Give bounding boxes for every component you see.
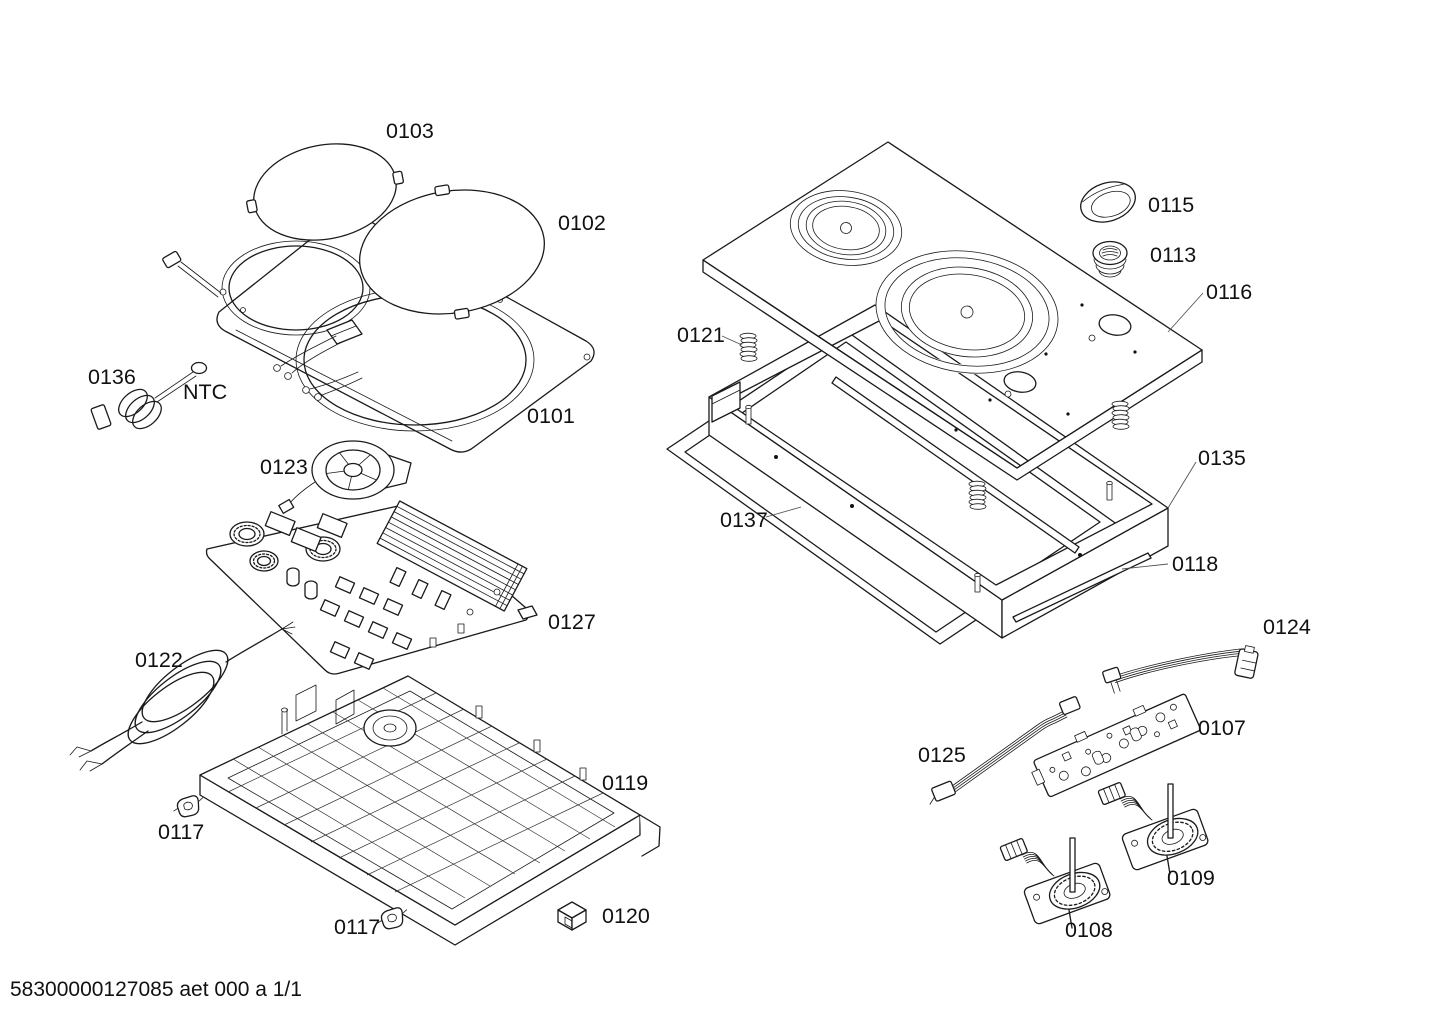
label-0119: 0119 <box>602 771 648 795</box>
tray-grid <box>227 687 616 899</box>
label-0120: 0120 <box>602 904 650 928</box>
label-0135: 0135 <box>1198 446 1246 470</box>
rotary-switch-0108 <box>999 837 1111 929</box>
label-0125: 0125 <box>918 743 966 767</box>
label-ntc: NTC <box>183 380 227 404</box>
trim-strip-0118 <box>1012 552 1152 623</box>
burner-zone-large <box>875 249 1059 375</box>
base-tray-0119 <box>199 675 661 946</box>
label-0102: 0102 <box>558 211 606 235</box>
label-0137: 0137 <box>720 508 768 532</box>
clip-0117-a <box>173 795 204 818</box>
label-0117-a: 0117 <box>158 820 204 844</box>
cable-0124 <box>1102 645 1259 694</box>
cable-0125 <box>929 696 1081 805</box>
rotary-switch-0109 <box>1097 782 1209 875</box>
cooling-fan-0123 <box>278 440 412 514</box>
cover-disc-0103 <box>246 143 404 241</box>
fan-blades <box>326 452 377 491</box>
label-0122: 0122 <box>135 648 183 672</box>
label-0124: 0124 <box>1263 615 1311 639</box>
heatsink <box>376 500 528 612</box>
knob-collar-0113 <box>1092 240 1128 278</box>
cover-disc-0102 <box>359 184 545 320</box>
spring-right <box>1111 400 1130 430</box>
label-0136: 0136 <box>88 365 136 389</box>
frame-pins <box>745 404 1113 593</box>
panel-dots <box>954 303 1137 432</box>
clip-0117-b <box>377 907 408 930</box>
label-0109: 0109 <box>1167 866 1215 890</box>
document-id: 58300000127085 aet 000 a 1/1 <box>10 978 302 1001</box>
label-0116: 0116 <box>1206 280 1252 304</box>
glass-panel-0116 <box>702 141 1203 481</box>
label-0117-b: 0117 <box>334 915 380 939</box>
coil-lead-wires <box>273 335 363 401</box>
control-knob-0115 <box>1080 181 1136 223</box>
spring-middle <box>968 480 987 510</box>
label-0121: 0121 <box>677 323 725 347</box>
spacer-block-0120 <box>557 901 587 931</box>
leader-lines <box>721 292 1204 570</box>
label-0108: 0108 <box>1065 918 1113 942</box>
cable-terminals <box>69 746 103 772</box>
label-0101: 0101 <box>527 404 575 428</box>
toroid-chokes <box>229 521 341 572</box>
burner-zone-small <box>789 189 903 267</box>
control-board-0107 <box>1031 693 1201 798</box>
label-0107: 0107 <box>1198 716 1246 740</box>
power-pcb-0127 <box>205 500 538 675</box>
part-labels: 0103 0102 0101 0136 NTC 0123 0127 0122 0… <box>88 119 1311 942</box>
mounting-frame-0135 <box>708 304 1169 639</box>
tray-molded-walls <box>281 684 355 735</box>
mains-cable-0122 <box>69 621 296 772</box>
tray-fan-recess <box>363 709 417 747</box>
label-0115: 0115 <box>1148 193 1194 217</box>
ntc-sensor-0136 <box>90 361 208 430</box>
label-0103: 0103 <box>386 119 434 143</box>
capacitor-blocks <box>319 576 413 670</box>
label-0127: 0127 <box>548 610 596 634</box>
sensor-pin <box>162 250 222 298</box>
spring-0121 <box>739 332 758 362</box>
label-0113: 0113 <box>1150 243 1196 267</box>
label-0118: 0118 <box>1172 552 1218 576</box>
label-0123: 0123 <box>260 455 308 479</box>
